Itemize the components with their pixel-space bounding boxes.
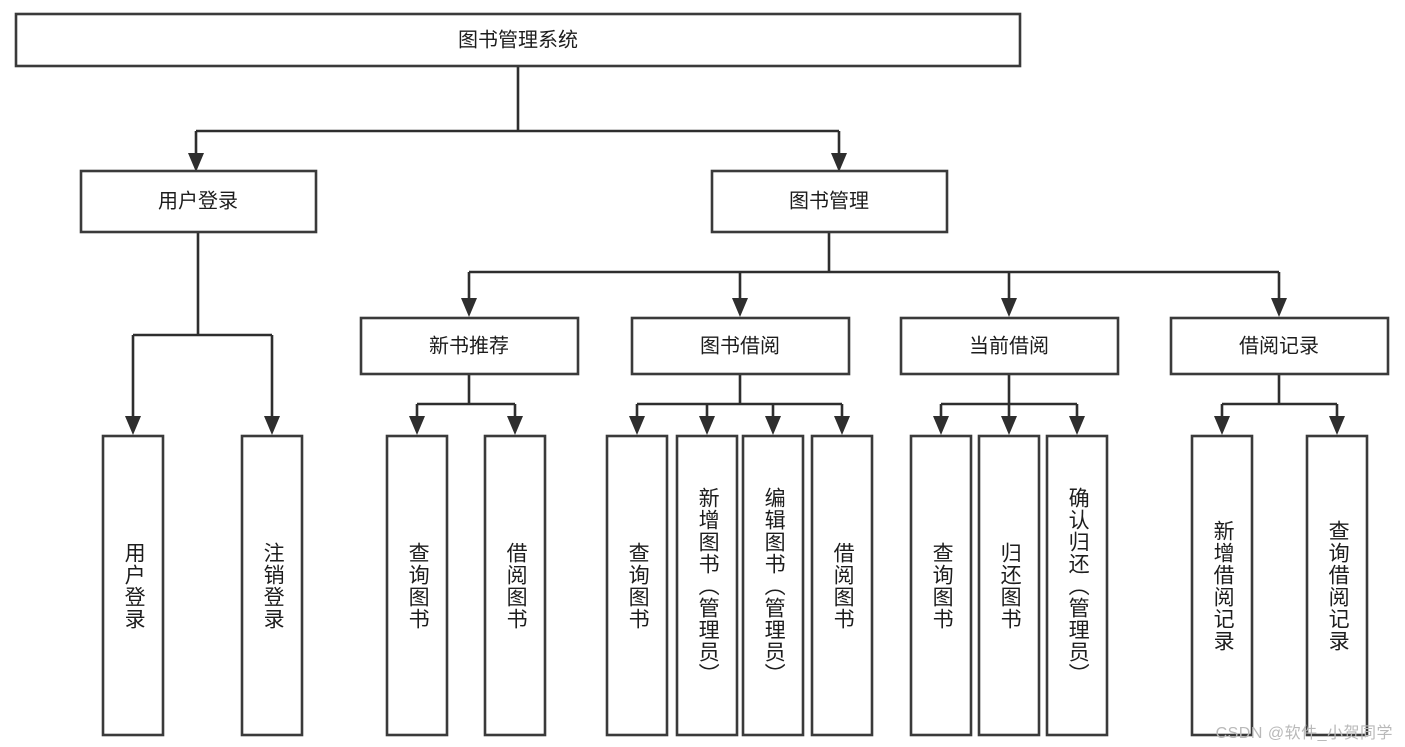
- leaf-box: [909, 434, 973, 737]
- arrow-head-icon: [629, 416, 645, 435]
- arrow-head-icon: [1214, 416, 1230, 435]
- arrow-head-icon: [125, 416, 141, 435]
- node-book-manage-label: 图书管理: [789, 189, 869, 212]
- arrow-head-icon: [1271, 298, 1287, 317]
- arrow-head-icon: [264, 416, 280, 435]
- connector-currentborrow-to-leaves: [933, 375, 1085, 435]
- connector-bookborrow-to-leaves: [629, 375, 850, 435]
- arrow-head-icon: [409, 416, 425, 435]
- node-root-label: 图书管理系统: [458, 28, 578, 51]
- arrow-head-icon: [834, 416, 850, 435]
- arrow-head-icon: [1069, 416, 1085, 435]
- leaf-box: [483, 434, 547, 737]
- node-current-borrow[interactable]: 当前借阅: [899, 316, 1120, 376]
- node-book-manage[interactable]: 图书管理: [710, 169, 949, 234]
- leaf-box: [101, 434, 165, 737]
- arrow-head-icon: [1001, 416, 1017, 435]
- connector-borrowrecord-to-leaves: [1214, 375, 1345, 435]
- leaf-box: [605, 434, 669, 737]
- arrow-head-icon: [507, 416, 523, 435]
- leaf-box: [1305, 434, 1369, 737]
- node-new-book-recommend-label: 新书推荐: [429, 334, 509, 357]
- node-root[interactable]: 图书管理系统: [14, 12, 1022, 68]
- node-new-book-recommend[interactable]: 新书推荐: [359, 316, 580, 376]
- leaf-box: [1045, 434, 1109, 737]
- node-book-borrow[interactable]: 图书借阅: [630, 316, 851, 376]
- arrow-head-icon: [1329, 416, 1345, 435]
- leaf-box: [240, 434, 304, 737]
- leaf-box: [977, 434, 1041, 737]
- node-borrow-record-label: 借阅记录: [1239, 334, 1319, 357]
- leaf-box: [1190, 434, 1254, 737]
- leaf-box: [385, 434, 449, 737]
- arrow-head-icon: [188, 153, 204, 172]
- leaf-boxes: [101, 434, 1369, 737]
- watermark-text: CSDN @软件_小贺同学: [1215, 725, 1393, 742]
- connector-bookmanage-to-level3: [461, 233, 1287, 317]
- leaf-box: [741, 434, 805, 737]
- connector-userlogin-to-leaves: [125, 233, 280, 435]
- node-user-login[interactable]: 用户登录: [79, 169, 318, 234]
- node-current-borrow-label: 当前借阅: [969, 334, 1049, 357]
- arrow-head-icon: [933, 416, 949, 435]
- connector-newbook-to-leaves: [409, 375, 523, 435]
- arrow-head-icon: [831, 153, 847, 172]
- arrow-head-icon: [732, 298, 748, 317]
- node-borrow-record[interactable]: 借阅记录: [1169, 316, 1390, 376]
- leaf-box: [810, 434, 874, 737]
- arrow-head-icon: [699, 416, 715, 435]
- node-book-borrow-label: 图书借阅: [700, 334, 780, 357]
- arrow-head-icon: [461, 298, 477, 317]
- leaf-box: [675, 434, 739, 737]
- arrow-head-icon: [1001, 298, 1017, 317]
- arrow-head-icon: [765, 416, 781, 435]
- connector-root-to-level2: [188, 67, 847, 172]
- node-user-login-label: 用户登录: [158, 189, 238, 212]
